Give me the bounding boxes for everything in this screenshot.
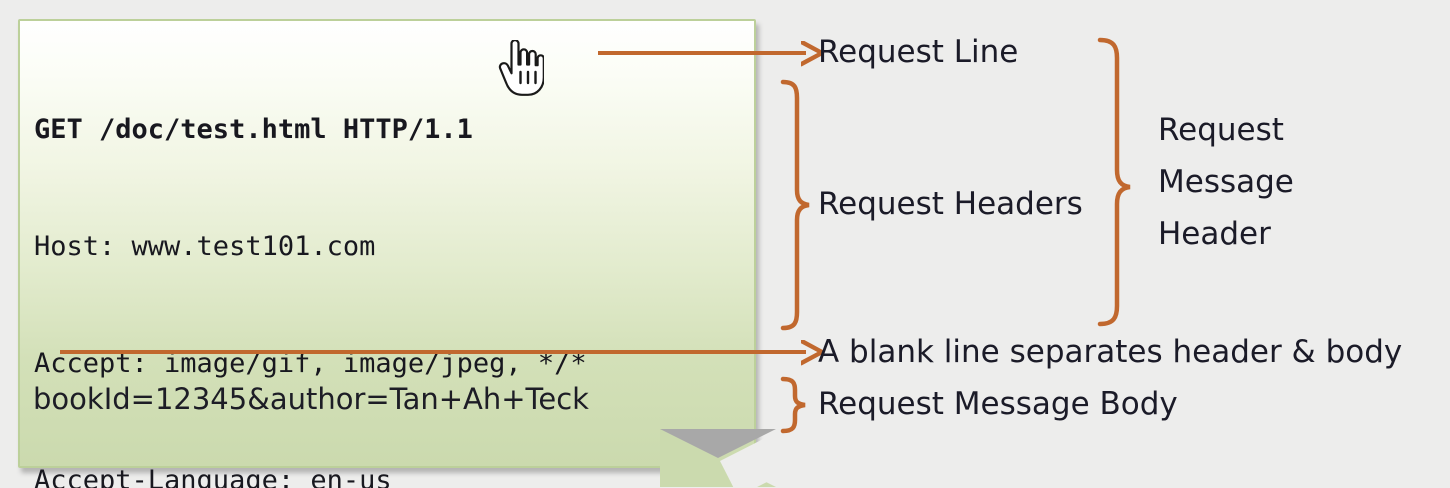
request-headers-brace (780, 79, 810, 331)
annotation-request-message-body: Request Message Body (818, 386, 1178, 422)
request-message-body-text: bookId=12345&author=Tan+Ah+Teck (33, 382, 589, 416)
request-line-0: GET /doc/test.html HTTP/1.1 (34, 114, 473, 145)
annotation-blank-line-note: A blank line separates header & body (818, 334, 1403, 370)
http-request-message-box (18, 19, 801, 488)
request-line-3: Accept-Language: en-us (34, 465, 392, 488)
request-message-body-brace (780, 376, 806, 434)
request-lines-block: GET /doc/test.html HTTP/1.1 Host: www.te… (34, 32, 587, 488)
annotation-request-line: Request Line (818, 34, 1019, 70)
request-message-header-brace (1097, 37, 1131, 327)
annotation-request-headers: Request Headers (818, 186, 1083, 222)
annotation-request-message-header-line1: Request (1158, 112, 1284, 148)
annotation-request-message-header-line2: Message (1158, 164, 1294, 200)
request-line-2: Accept: image/gif, image/jpeg, */* (34, 348, 587, 379)
request-line-1: Host: www.test101.com (34, 231, 376, 262)
annotation-request-message-header-line3: Header (1158, 216, 1271, 252)
mouse-pointer-hand-icon (498, 40, 544, 96)
